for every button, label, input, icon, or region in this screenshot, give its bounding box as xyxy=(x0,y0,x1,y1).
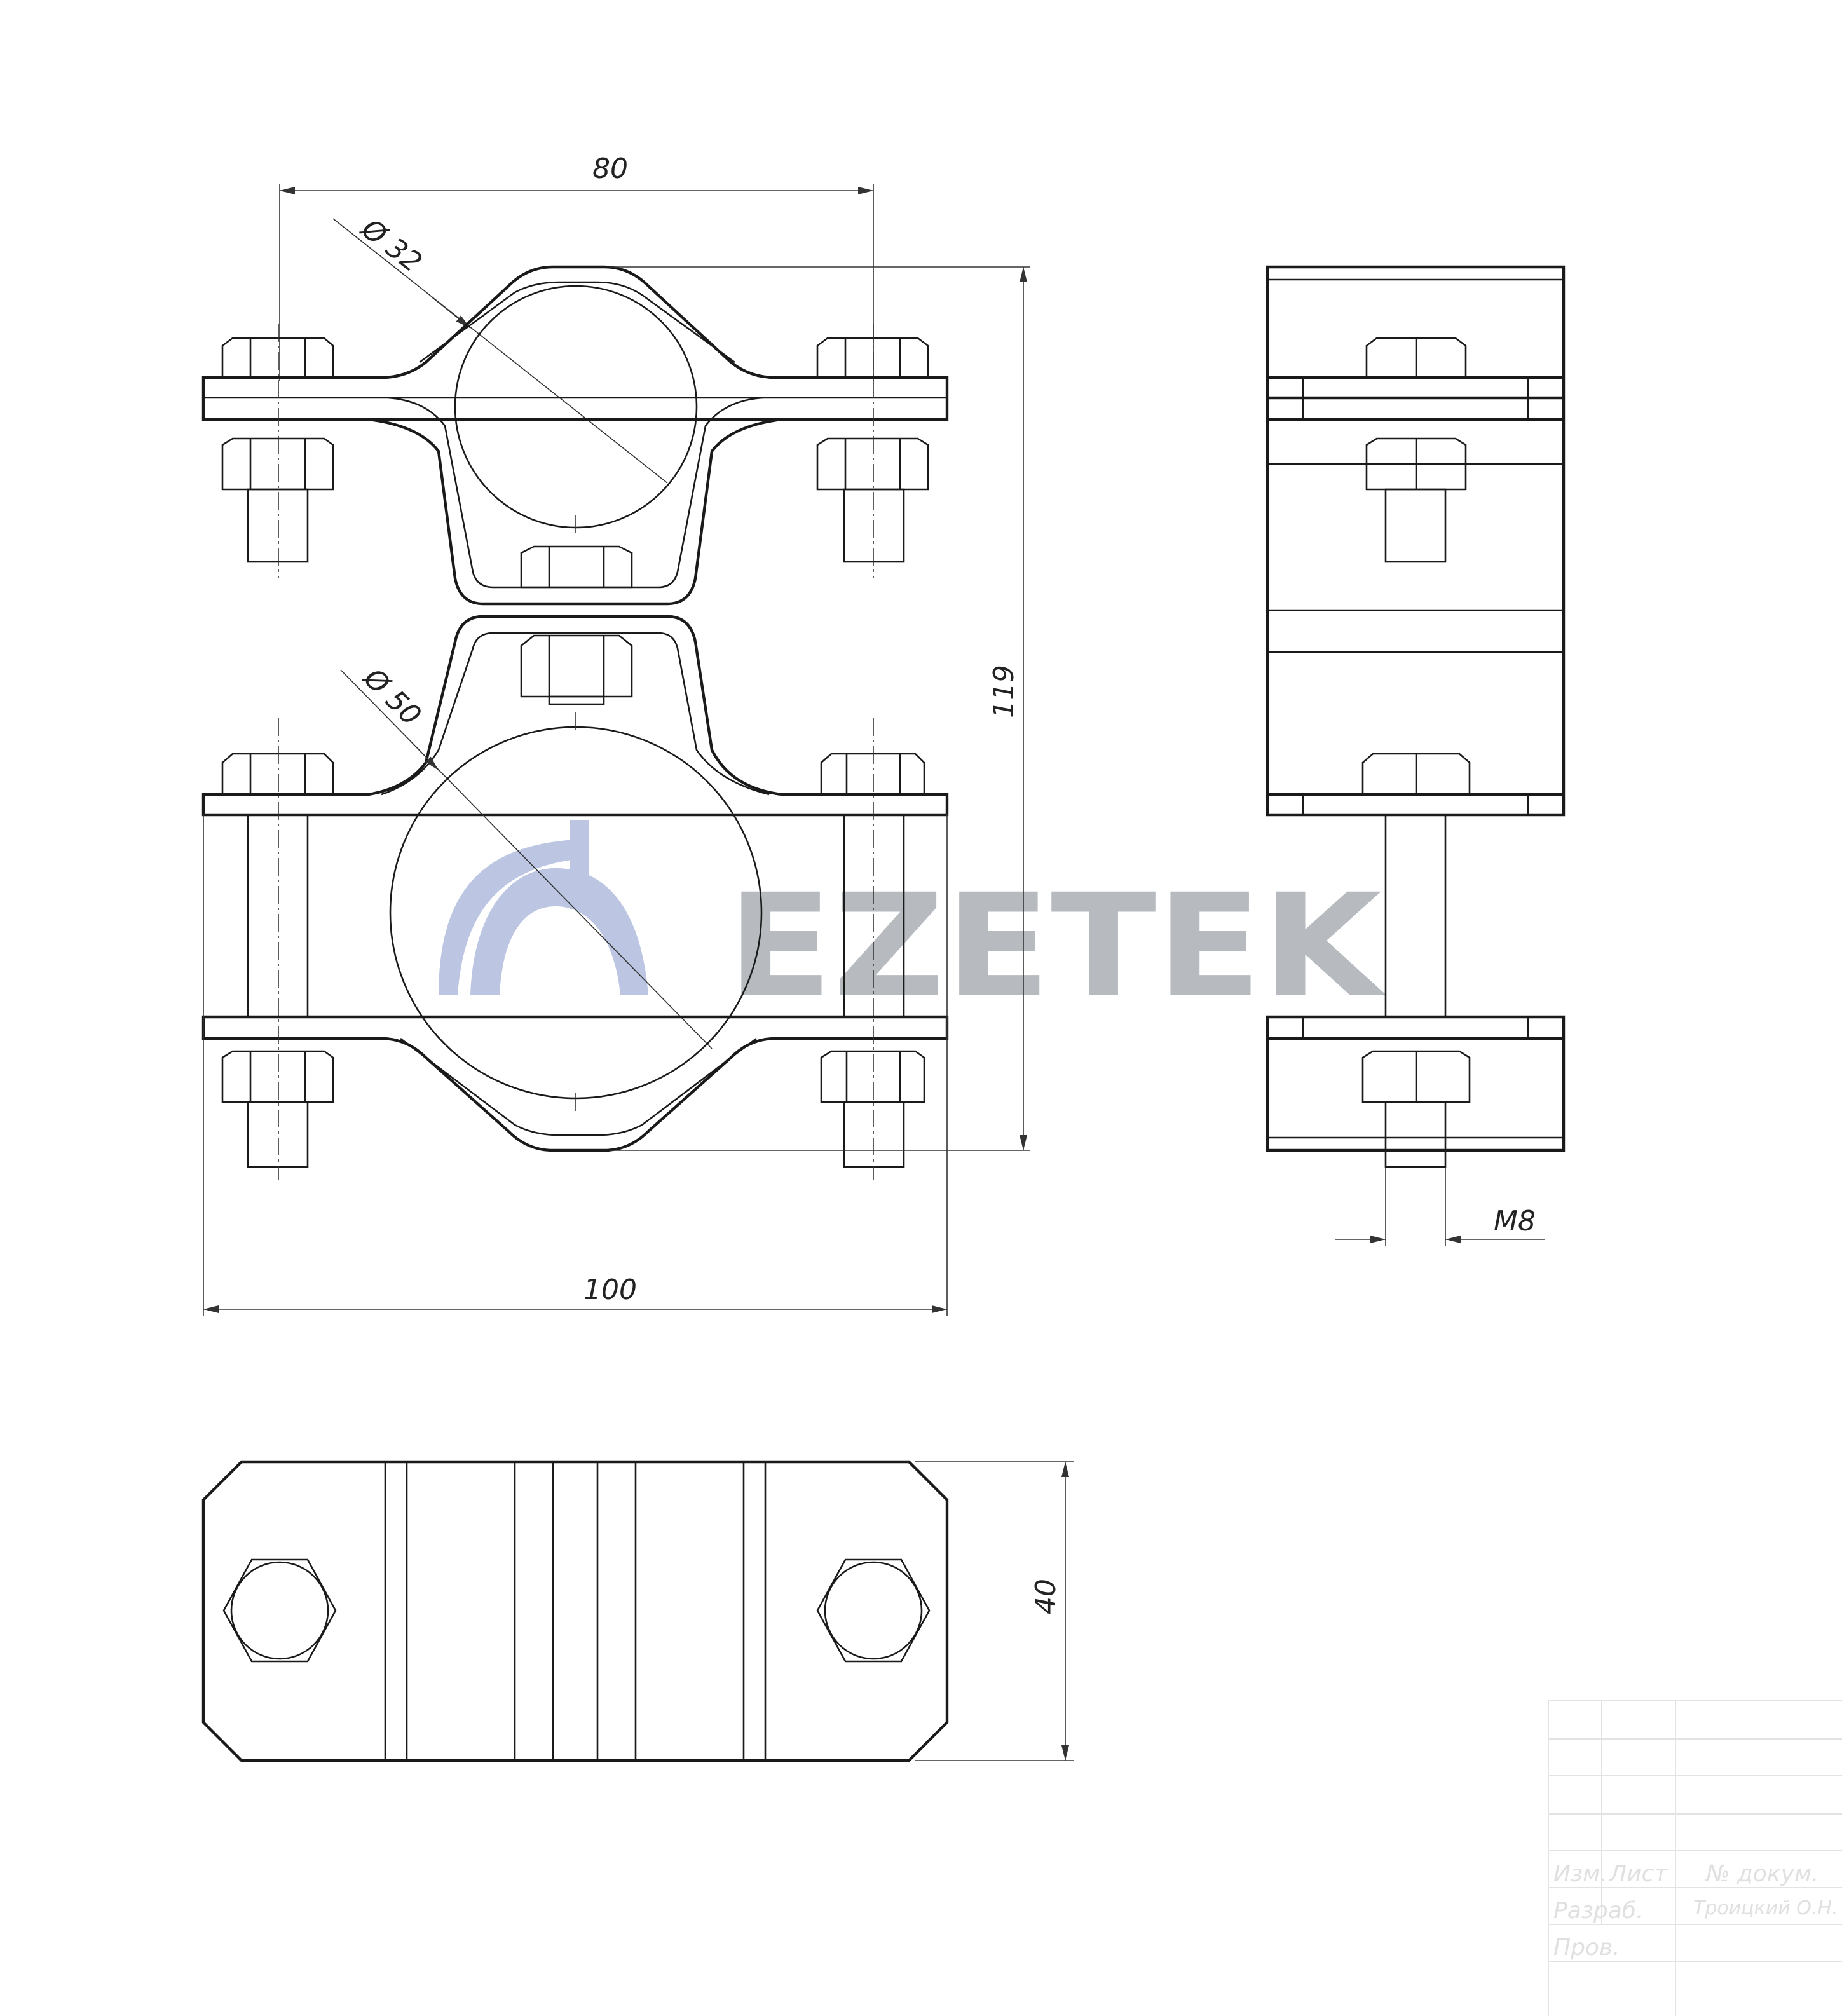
watermark-text: EZETEK xyxy=(727,863,1387,1029)
lower-right-bolt xyxy=(820,718,925,1180)
title-developed-label: Разраб. xyxy=(1553,1898,1643,1924)
title-doc-no: № докум. xyxy=(1705,1861,1818,1887)
dim-80: 80 xyxy=(592,153,628,185)
front-view: 80 Ø 32 xyxy=(201,153,1030,1316)
title-block: Изм. Лист № докум. Разраб. Троицкий О.Н.… xyxy=(1548,1700,1842,2016)
title-developer-name: Троицкий О.Н. xyxy=(1693,1897,1838,1919)
dim-40: 40 xyxy=(1030,1579,1062,1614)
dim-d32: Ø 32 xyxy=(355,212,428,279)
title-izm: Изм. xyxy=(1553,1861,1607,1887)
watermark-logo: EZETEK xyxy=(439,820,1387,1029)
side-view: M8 xyxy=(1266,265,1566,1246)
dim-100: 100 xyxy=(583,1274,637,1306)
dim-119: 119 xyxy=(988,665,1020,718)
lower-left-bolt xyxy=(221,718,334,1180)
upper-left-bolt xyxy=(221,324,334,578)
title-list: Лист xyxy=(1608,1861,1668,1887)
top-view: 40 xyxy=(201,1460,1074,1762)
upper-right-bolt xyxy=(816,324,929,578)
title-checked-label: Пров. xyxy=(1553,1935,1620,1961)
dim-m8: M8 xyxy=(1494,1205,1536,1237)
